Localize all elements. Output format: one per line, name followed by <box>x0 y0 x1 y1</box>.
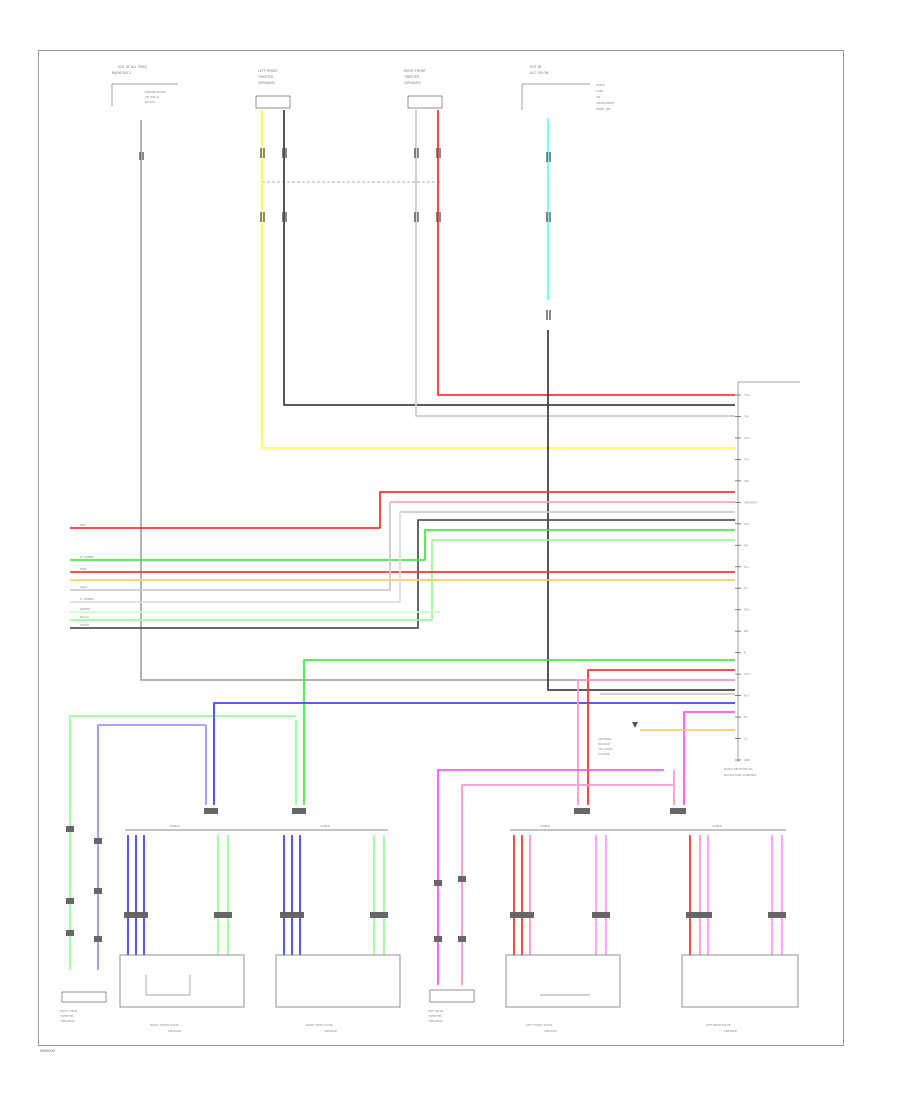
svg-text:(SPEAKER): (SPEAKER) <box>258 81 275 85</box>
diagram-frame <box>38 50 844 1046</box>
speaker-drops <box>127 835 783 955</box>
unit-pin-label: TW+ <box>743 436 751 440</box>
unit-pin-label: ILL <box>744 737 748 741</box>
unit-pin-label: ACC <box>744 672 750 676</box>
diagram-footer-code: W00000 <box>40 1048 55 1053</box>
svg-text:SPEAKER: SPEAKER <box>324 1029 337 1033</box>
svg-text:SPEAKER: SPEAKER <box>168 1029 181 1033</box>
svg-text:TWEETER: TWEETER <box>427 1014 441 1018</box>
svg-text:TWEETER: TWEETER <box>403 75 420 79</box>
svg-text:RIGHT FRONT DOOR: RIGHT FRONT DOOR <box>150 1023 179 1027</box>
svg-text:HOT IN: HOT IN <box>530 65 542 69</box>
unit-pin-label: FR- <box>744 543 748 547</box>
svg-text:LEFT FRONT DOOR: LEFT FRONT DOOR <box>526 1023 552 1027</box>
svg-text:GRAY: GRAY <box>80 585 88 589</box>
svg-text:BLOCK): BLOCK) <box>145 100 155 104</box>
right-front-tweeter: RIGHT FRONT TWEETER (SPEAKER) <box>403 69 443 109</box>
svg-text:BLACK: BLACK <box>80 615 89 619</box>
svg-text:LEFT REAR: LEFT REAR <box>428 1009 443 1013</box>
hot-in-acc-source: HOT IN ACC OR ON RADIO FUSE (IN INSTRUME… <box>521 65 615 111</box>
svg-text:RIGHT REAR DOOR: RIGHT REAR DOOR <box>306 1023 333 1027</box>
top-connectors <box>139 148 551 320</box>
svg-text:RIGHT REAR: RIGHT REAR <box>60 1009 77 1013</box>
svg-text:LEFT REAR DOOR: LEFT REAR DOOR <box>706 1023 730 1027</box>
svg-text:RED: RED <box>80 523 86 527</box>
unit-pin-label: RR+ <box>744 608 751 612</box>
svg-text:(SPEAKER): (SPEAKER) <box>428 1019 443 1023</box>
left-rear-tweeter: LEFT REAR TWEETER (SPEAKER) <box>427 989 475 1023</box>
svg-text:PINK: PINK <box>80 567 87 571</box>
svg-text:SHIELD: SHIELD <box>170 824 180 828</box>
right-rear-tweeter: RIGHT REAR TWEETER (SPEAKER) <box>59 991 107 1023</box>
unit-pin-label: RL+ <box>744 694 751 698</box>
top-wires <box>140 110 735 691</box>
svg-text:LT GREEN: LT GREEN <box>80 555 94 559</box>
svg-text:SPEAKER: SPEAKER <box>544 1029 557 1033</box>
fuse-label: ENGINE ROOM <box>145 90 166 94</box>
hot-label-1: HOT AT ALL TIMES <box>118 65 147 69</box>
svg-text:(IN: (IN <box>596 95 600 99</box>
svg-text:TWEETER: TWEETER <box>257 75 274 79</box>
svg-text:RADIO: RADIO <box>596 83 606 87</box>
svg-text:GREEN: GREEN <box>80 607 90 611</box>
svg-text:MODULE: MODULE <box>598 742 610 746</box>
svg-text:ANTENNA: ANTENNA <box>598 737 612 741</box>
svg-text:LEFT FRONT: LEFT FRONT <box>258 69 277 73</box>
svg-text:WHITE: WHITE <box>80 623 89 627</box>
unit-pin-label: RL- <box>744 715 748 719</box>
svg-text:(SPEAKER): (SPEAKER) <box>60 1019 75 1023</box>
hot-label-2: RADIO NO.2 <box>112 71 131 75</box>
left-harness-labels: RED LT GREEN PINK GRAY LT GREEN GREEN BL… <box>80 523 94 627</box>
svg-text:TWEETER: TWEETER <box>59 1014 73 1018</box>
svg-text:(W/ AUDIO: (W/ AUDIO <box>598 747 614 751</box>
radio-receiver-unit: RADIO RECEIVER W/ NAVIGATION ASSEMBLY TW… <box>724 381 800 777</box>
left-front-tweeter: LEFT FRONT TWEETER (SPEAKER) <box>255 69 291 109</box>
unit-pin-label: TW- <box>743 457 749 461</box>
svg-text:SHIELD: SHIELD <box>712 824 722 828</box>
unit-label-2: NAVIGATION ASSEMBLY <box>724 773 757 777</box>
svg-text:SHIELD: SHIELD <box>540 824 550 828</box>
unit-pin-label: B <box>744 651 746 655</box>
svg-text:SHIELD: SHIELD <box>320 824 330 828</box>
unit-pin-label: FR+ <box>744 522 751 526</box>
left-harness-wires <box>70 491 735 629</box>
svg-text:ACC OR ON: ACC OR ON <box>530 71 549 75</box>
svg-text:FUSE: FUSE <box>596 89 603 93</box>
antenna-module-note: ANTENNA MODULE (W/ AUDIO SYSTEM) <box>598 722 638 756</box>
hot-at-all-times-source: HOT AT ALL TIMES RADIO NO.2 ENGINE ROOM … <box>111 65 178 106</box>
unit-pin-label: TW- <box>743 414 749 418</box>
unit-pin-label: GND <box>744 758 750 762</box>
unit-pin-label: FL+ <box>744 565 750 569</box>
shield-buses: SHIELD SHIELD SHIELD SHIELD <box>125 824 786 831</box>
right-rear-door-speaker: RIGHT REAR DOOR SPEAKER <box>275 954 401 1033</box>
svg-text:(SPEAKER): (SPEAKER) <box>404 81 421 85</box>
svg-text:SPEAKER: SPEAKER <box>724 1029 737 1033</box>
svg-text:RIGHT FRONT: RIGHT FRONT <box>404 69 426 73</box>
unit-pin-label: RR- <box>744 629 749 633</box>
svg-text:PANEL J/B): PANEL J/B) <box>596 107 611 111</box>
svg-text:INSTRUMENT: INSTRUMENT <box>596 101 615 105</box>
lower-wires <box>69 659 735 985</box>
unit-pin-label: SPEAKER <box>744 500 757 504</box>
unit-label-1: RADIO RECEIVER W/ <box>724 767 752 771</box>
svg-text:LT GREEN: LT GREEN <box>80 597 94 601</box>
left-front-door-speaker: LEFT FRONT DOOR SPEAKER <box>505 954 621 1033</box>
lower-connectors <box>66 808 786 942</box>
unit-pin-labels: TW+ TW- TW+ TW- SW SPEAKER FR+ FR- FL+ FL- RR+ RR- B… <box>735 393 757 762</box>
unit-pin-label: TW+ <box>743 393 751 397</box>
unit-pin-label: SW <box>744 479 749 483</box>
unit-pin-label: FL- <box>744 586 748 590</box>
svg-text:SYSTEM): SYSTEM) <box>598 752 610 756</box>
svg-text:J/B (RELAY: J/B (RELAY <box>144 95 160 99</box>
right-front-door-speaker: RIGHT FRONT DOOR SPEAKER <box>119 954 245 1033</box>
left-rear-door-speaker: LEFT REAR DOOR SPEAKER <box>681 954 799 1033</box>
